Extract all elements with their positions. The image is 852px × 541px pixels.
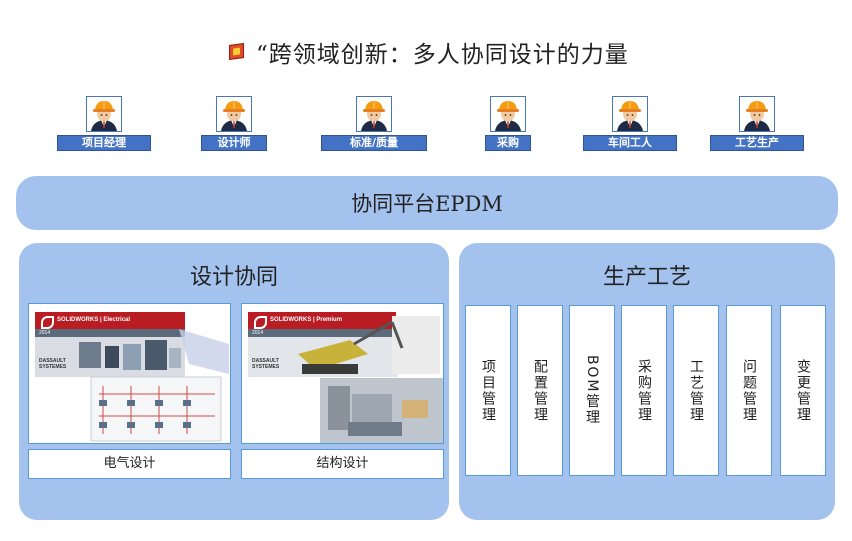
platform-label: 协同平台EPDM bbox=[351, 192, 503, 216]
engineer-avatar-icon bbox=[216, 96, 252, 132]
platform-bar: 协同平台EPDM bbox=[16, 176, 838, 230]
page-title: “跨领域创新：多人协同设计的力量 bbox=[256, 42, 629, 68]
design-panel-title: 设计协同 bbox=[189, 265, 278, 290]
engineer-avatar-icon bbox=[612, 96, 648, 132]
electrical-design-caption: 电气设计 bbox=[28, 449, 231, 479]
solidworks-brand-bar: SOLIDWORKS | Electrical bbox=[35, 312, 185, 329]
role-project-manager: 项目经理 bbox=[57, 96, 151, 151]
design-collaboration-panel: 设计协同 SOLIDWORKS | Electrical 2014 bbox=[19, 243, 449, 520]
module-change-management: 变更管理 bbox=[780, 305, 826, 476]
role-label: 标准/质量 bbox=[321, 135, 427, 151]
solidworks-brand-bar: SOLIDWORKS | Premium bbox=[248, 312, 396, 329]
role-label: 车间工人 bbox=[583, 135, 677, 151]
electrical-design-screenshot: SOLIDWORKS | Electrical 2014 DASSAU bbox=[28, 303, 231, 444]
module-configuration-management: 配置管理 bbox=[517, 305, 563, 476]
electrical-schematic-illustration bbox=[35, 329, 229, 442]
module-project-management: 项目管理 bbox=[465, 305, 511, 476]
production-panel-title: 生产工艺 bbox=[602, 265, 691, 290]
role-label: 项目经理 bbox=[57, 135, 151, 151]
module-issue-management: 问题管理 bbox=[726, 305, 772, 476]
engineer-avatar-icon bbox=[86, 96, 122, 132]
title-row: “跨领域创新：多人协同设计的力量 bbox=[228, 36, 629, 68]
role-process-production: 工艺生产 bbox=[710, 96, 804, 151]
production-process-panel: 生产工艺 项目管理 配置管理 BOM管理 采购管理 工艺管理 问题管理 变更管理 bbox=[459, 243, 835, 520]
structural-design-caption: 结构设计 bbox=[241, 449, 444, 479]
role-label: 工艺生产 bbox=[710, 135, 804, 151]
module-procurement-management: 采购管理 bbox=[621, 305, 667, 476]
release-year: 2014 bbox=[35, 329, 185, 337]
module-process-management: 工艺管理 bbox=[673, 305, 719, 476]
release-year: 2014 bbox=[248, 329, 396, 337]
role-label: 设计师 bbox=[201, 135, 267, 151]
role-standard-quality: 标准/质量 bbox=[321, 96, 427, 151]
engineer-avatar-icon bbox=[490, 96, 526, 132]
role-workshop-worker: 车间工人 bbox=[583, 96, 677, 151]
engineer-avatar-icon bbox=[739, 96, 775, 132]
solidworks-cube-icon bbox=[228, 42, 246, 61]
role-purchasing: 采购 bbox=[485, 96, 531, 151]
machinery-model-illustration bbox=[248, 316, 443, 443]
module-bom-management: BOM管理 bbox=[569, 305, 615, 476]
role-designer: 设计师 bbox=[201, 96, 267, 151]
engineer-avatar-icon bbox=[356, 96, 392, 132]
role-label: 采购 bbox=[485, 135, 531, 151]
